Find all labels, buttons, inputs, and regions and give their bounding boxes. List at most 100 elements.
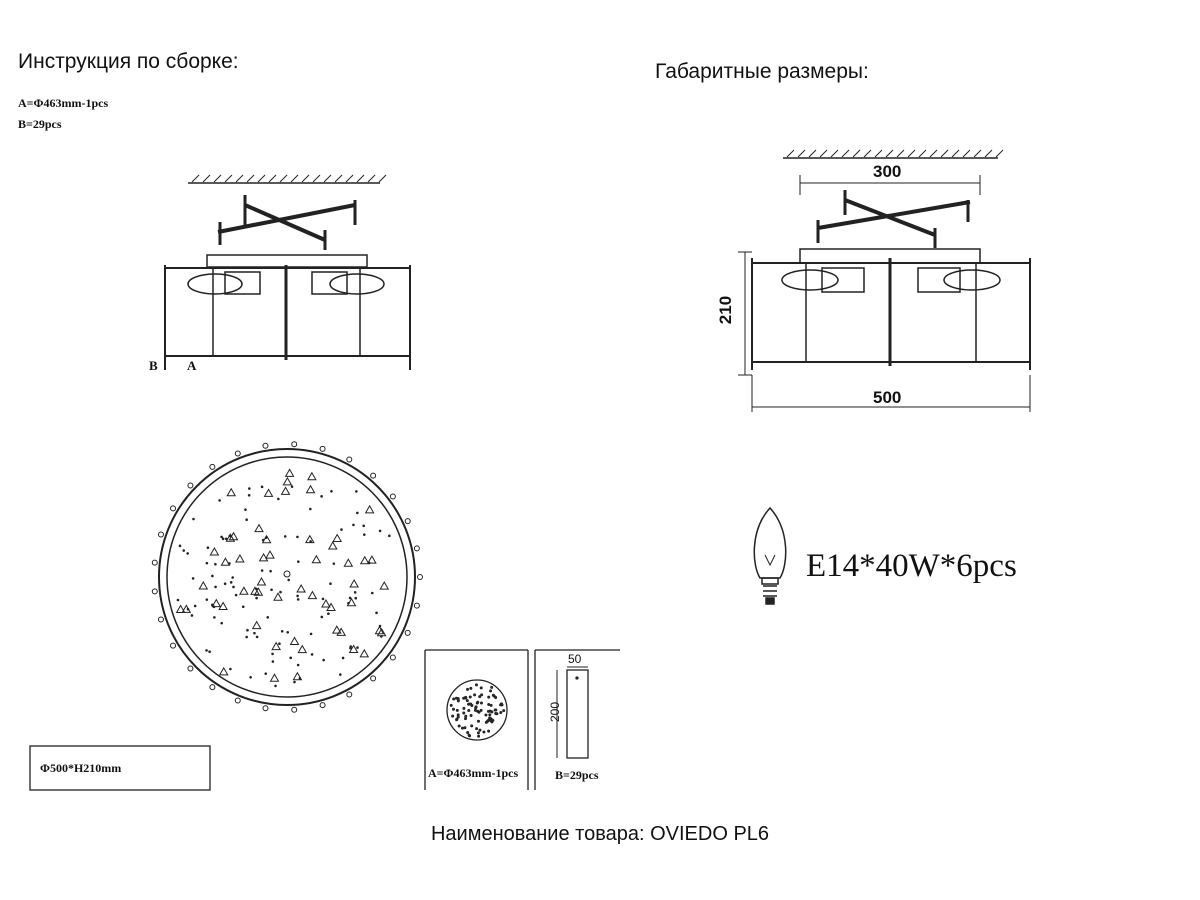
size-box [29,745,211,791]
crystal-dot [487,703,491,707]
crystal-dot [487,695,491,699]
crystal-bead [346,691,353,698]
crystal-dot [208,650,211,654]
crystal-dot [475,727,479,731]
ceiling-hatch [940,149,949,158]
crystal-dot [205,561,209,565]
crystal-dot [231,576,234,579]
crystal-dot [330,489,333,493]
crystal-dot [255,587,258,591]
crystal-dot [479,701,483,705]
crystal-dot [468,695,472,699]
crystal-bead [187,665,194,672]
crystal-bead [262,442,269,449]
crystal-dot [473,708,477,712]
crystal-dot [205,649,208,652]
crystal-dot [469,714,473,718]
crystal-bead [291,706,298,713]
crystal-dot [206,546,210,550]
crystal-mark [292,671,303,681]
crystal-dot [186,607,190,611]
ceiling-hatch [907,149,916,158]
crystal-mark [307,471,317,481]
crystal-bead [319,445,326,452]
bulb-spec: E14*40W*6pcs [806,548,1017,584]
crystal-dot [466,731,470,735]
crystal-dot [182,549,186,552]
crystal-dot [245,518,248,522]
crystal-bead [157,616,164,623]
crystal-mark [332,533,343,543]
crystal-dot [470,704,474,708]
crystal-dot [289,656,293,660]
crystal-mark [359,555,370,565]
crystal-dot [468,702,472,706]
ceiling-hatch [852,149,861,158]
crystal-dot [266,616,270,619]
crystal-dot [339,673,342,676]
part-a-spec: A=Φ463mm-1pcs [18,96,109,110]
crystal-bead [157,531,164,538]
crystal-dot [214,585,217,589]
crystal-dot [309,540,312,543]
crystal-mark [263,488,274,497]
crystal-dot [476,700,480,704]
crystal-mark [336,627,347,636]
crystal-dot [224,537,228,541]
crystal-dot [220,621,223,625]
crystal-mark [326,602,336,611]
ceiling-hatch [345,174,354,183]
crystal-dot [244,508,247,511]
crystal-dot [467,708,471,712]
crystal-mark [304,534,315,544]
crystal-dot [271,652,274,656]
crystal-dot [451,714,455,718]
ceiling-hatch [279,174,288,183]
ceiling-hatch [246,174,255,183]
top-view-circle [151,441,423,713]
dimensions-title: Габаритные размеры: [655,60,869,83]
bulb-icon [753,506,787,605]
crystal-dot [449,703,453,707]
crystal-dot [457,724,461,728]
crystal-mark [311,554,322,564]
crystal-dot [246,628,249,632]
crystal-dot [211,574,214,578]
crystal-dot [190,614,194,617]
crystal-bead [370,472,377,479]
crystal-dot [495,712,499,716]
crystal-mark [307,590,318,600]
ceiling-hatch [312,174,321,183]
crystal-dot [489,689,493,693]
crystal-dot [287,578,291,582]
crystal-dot [283,535,287,538]
crystal-dot [478,695,482,699]
crystal-mark [367,555,377,564]
crystal-bead [170,505,177,512]
crystal-dot [296,535,299,539]
crystal-mark [271,641,281,651]
ceiling-hatch [786,149,795,158]
ceiling-hatch [290,174,299,183]
crystal-dot [286,630,290,634]
crystal-dot [470,724,474,728]
crystal-dot [490,685,494,689]
crystal-dot [486,719,490,723]
crystal-dot [253,631,256,635]
size-text: Φ500*H210mm [40,761,122,775]
crystal-dot [474,705,478,709]
crystal-mark [321,599,331,608]
crystal-mark [379,581,390,590]
crystal-dot [478,728,482,732]
crystal-dot [362,524,366,528]
dim-height: 210 [716,295,736,325]
crystal-mark [209,547,220,556]
ceiling-hatch [797,149,806,158]
crystal-bead [234,697,241,704]
ceiling-hatch [301,174,310,183]
crystal-mark [218,666,229,676]
crystal-dot [296,594,299,598]
crystal-dot [479,686,483,690]
crystal-mark [359,648,370,658]
crystal-dot [278,642,281,646]
